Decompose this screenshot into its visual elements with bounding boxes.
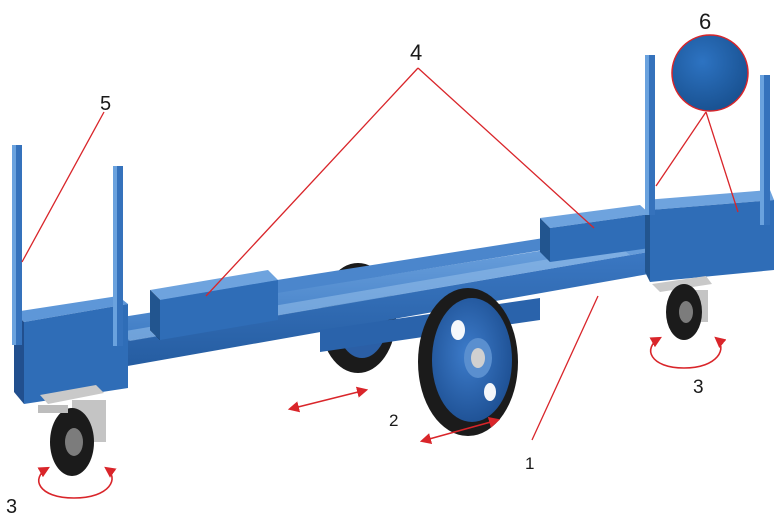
end-frame-left <box>14 296 128 404</box>
callout-5: 5 <box>100 93 111 115</box>
cross-member-right <box>540 205 650 262</box>
color-swatch <box>671 34 749 112</box>
swivel-castor-right <box>652 276 712 340</box>
stanchions-left <box>12 145 123 346</box>
callout-3-right: 3 <box>693 377 704 398</box>
leader-6-right <box>705 111 739 213</box>
callout-4: 4 <box>410 40 422 65</box>
leader-4-left <box>205 67 419 297</box>
straight-arrow-upper <box>287 386 369 413</box>
callout-3-left: 3 <box>6 496 17 513</box>
end-frame-right <box>645 190 774 282</box>
straight-arrow-lower <box>419 416 501 445</box>
leader-6-left <box>655 111 707 187</box>
leader-lines <box>21 67 739 441</box>
leader-5 <box>21 111 105 263</box>
cross-member-left <box>150 270 278 340</box>
callout-1: 1 <box>525 454 534 473</box>
swivel-arrow-left <box>37 466 117 499</box>
swivel-arrow-right <box>649 336 727 369</box>
stanchions-right <box>645 55 770 225</box>
callout-labels: 4 5 6 2 1 3 3 <box>6 9 711 513</box>
fixed-wheel-front <box>418 288 518 436</box>
callout-2: 2 <box>389 411 398 430</box>
motion-arrows <box>37 336 727 499</box>
swivel-castor-left <box>38 385 106 476</box>
trolley <box>12 55 774 476</box>
callout-6: 6 <box>699 9 711 34</box>
leader-1 <box>531 295 599 441</box>
leader-4-right <box>417 67 595 229</box>
